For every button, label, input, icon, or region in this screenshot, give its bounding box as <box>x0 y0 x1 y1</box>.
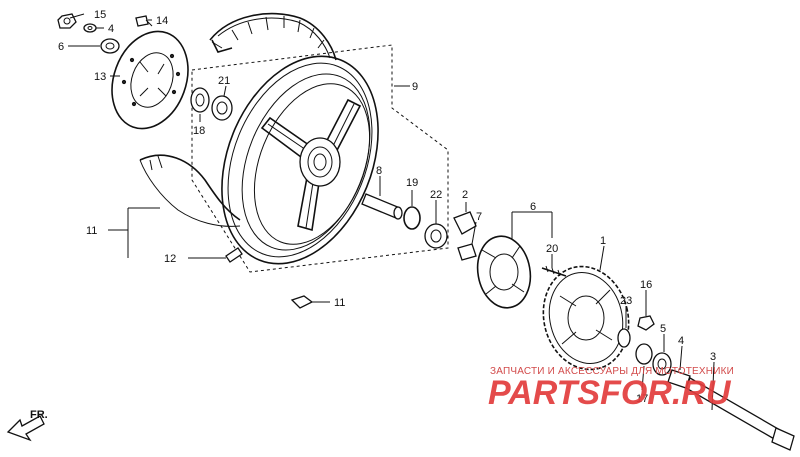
callout-5: 5 <box>660 323 666 335</box>
callout-24: 23 <box>620 295 632 307</box>
clip-11 <box>290 295 314 309</box>
axle-3 <box>685 377 795 451</box>
bolt-15 <box>135 15 153 27</box>
callout-23: 22 <box>430 189 442 201</box>
stud-21 <box>541 265 567 277</box>
callout-8: 6 <box>530 201 536 213</box>
watermark: ЗАПЧАСТИ И АКСЕССУАРЫ ДЛЯ МОТОТЕХНИКИ PA… <box>488 366 734 412</box>
leader-lines <box>68 13 715 411</box>
bearing-5 <box>652 352 672 376</box>
callout-20: 19 <box>406 177 418 189</box>
callout-10: 9 <box>412 81 418 93</box>
valve-13 <box>225 247 243 263</box>
bearing-22 <box>211 95 233 121</box>
rear-wheel <box>221 55 379 265</box>
callout-2: 2 <box>462 189 468 201</box>
callout-15: 14 <box>156 15 168 27</box>
callout-9: 8 <box>376 165 382 177</box>
wheel-outline-box <box>191 44 449 273</box>
callout-4-top: 4 <box>108 23 114 35</box>
callout-22: 21 <box>218 75 230 87</box>
collar-18 <box>635 343 653 365</box>
callout-14: 13 <box>94 71 106 83</box>
callout-4-right: 4 <box>678 335 684 347</box>
callout-1: 1 <box>600 235 606 247</box>
collar-7 <box>457 243 477 261</box>
seal-19 <box>190 87 210 113</box>
driven-sprocket <box>542 265 630 371</box>
sprocket-flange <box>476 235 532 309</box>
callout-16: 15 <box>94 9 106 21</box>
bearing-23 <box>424 223 448 249</box>
watermark-subtitle: ЗАПЧАСТИ И АКСЕССУАРЫ ДЛЯ МОТОТЕХНИКИ <box>490 366 734 377</box>
callout-13: 12 <box>164 253 176 265</box>
callout-17: 16 <box>640 279 652 291</box>
washer-4-top <box>83 23 97 33</box>
watermark-brand: PARTSFOR.RU <box>488 374 732 412</box>
callout-19: 18 <box>193 125 205 137</box>
tire <box>209 12 337 61</box>
washer-24 <box>617 328 631 348</box>
direction-label: FR. <box>30 409 48 421</box>
damper-2 <box>453 211 477 235</box>
nut-16 <box>57 13 77 29</box>
collar-6 <box>100 38 120 54</box>
front-direction-arrow: FR. <box>6 409 48 442</box>
o-ring-20 <box>403 206 421 230</box>
callout-21: 20 <box>546 243 558 255</box>
callout-12: 11 <box>86 225 97 237</box>
callout-labels: 15 4 14 6 13 21 18 9 8 19 22 2 7 6 20 1 … <box>58 9 716 405</box>
callout-7: 7 <box>476 211 482 223</box>
brake-disc <box>111 30 189 130</box>
callout-3: 3 <box>710 351 716 363</box>
rim-band <box>139 154 241 227</box>
collar-9 <box>361 193 403 220</box>
callout-18: 17 <box>636 393 648 405</box>
callout-6: 6 <box>58 41 64 53</box>
nut-17 <box>637 315 655 331</box>
callout-11: 11 <box>334 297 345 309</box>
